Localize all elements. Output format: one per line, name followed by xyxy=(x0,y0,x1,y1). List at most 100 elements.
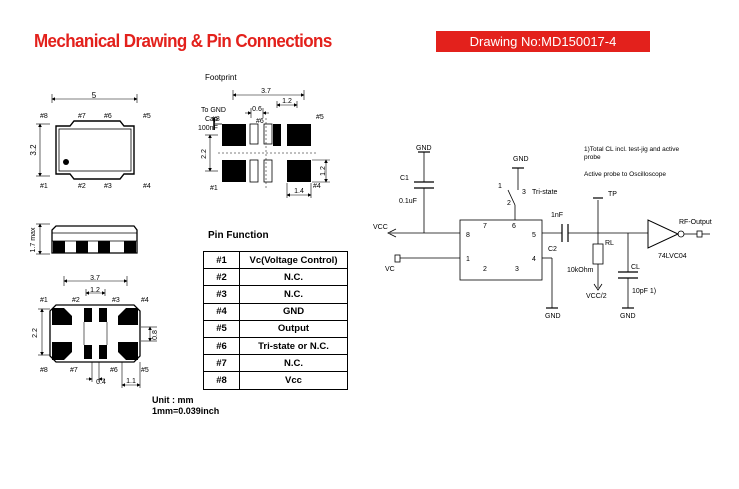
ic-pin-8: 8 xyxy=(466,232,470,239)
top-pin-1: #1 xyxy=(40,183,48,190)
gnd-label-pin4: GND xyxy=(545,313,561,320)
tp-label: TP xyxy=(608,191,617,198)
top-pin-8: #8 xyxy=(40,113,48,120)
bottom-view: 3.7 1.2 2.2 0.8 #1 #2 #3 #4 #8 #7 #6 #5 xyxy=(32,275,159,388)
ic-pin-1: 1 xyxy=(466,256,470,263)
footprint-to-gnd: To GND xyxy=(201,107,226,114)
bottom-pin-2: #2 xyxy=(72,297,80,304)
switch-pin-2: 2 xyxy=(507,200,511,207)
pin-cell: #2 xyxy=(203,268,240,287)
vcc2-label: VCC/2 xyxy=(586,293,607,300)
schematic-labels: GND C1 0.1uF VCC VC GND 1 3 Tri-state 2 … xyxy=(373,145,712,320)
units-note: Unit : mm 1mm=0.039inch xyxy=(152,395,219,417)
c2-value: 1nF xyxy=(551,212,563,219)
function-cell: Vc(Voltage Control) xyxy=(239,250,348,270)
bottom-width-label: 3.7 xyxy=(90,275,100,282)
footprint-22-label: 2.2 xyxy=(201,149,208,159)
pin-cell: #3 xyxy=(203,285,240,304)
bottom-pin-7: #7 xyxy=(70,367,78,374)
ic-pin-4: 4 xyxy=(532,256,536,263)
footprint-cap: Cap xyxy=(205,116,218,123)
pin1-marker xyxy=(63,159,69,165)
footprint-pin-6: #6 xyxy=(256,118,264,125)
function-cell: Output xyxy=(239,319,348,338)
top-pin-6: #6 xyxy=(104,113,112,120)
top-view-width-label: 5 xyxy=(92,91,97,100)
footprint-pin-5: #5 xyxy=(316,114,324,121)
buffer-label: 74LVC04 xyxy=(658,253,687,260)
bottom-height-label: 2.2 xyxy=(32,328,39,338)
bottom-pin-4: #4 xyxy=(141,297,149,304)
footprint-12-label: 1.2 xyxy=(282,98,292,105)
footprint-14-label: 1.4 xyxy=(294,188,304,195)
footprint-pin-4: #4 xyxy=(313,183,321,190)
c1-value: 0.1uF xyxy=(399,198,417,205)
side-view-height-label: 1.7 max xyxy=(30,227,37,252)
footprint-title: Footprint xyxy=(205,73,237,82)
pin-cell: #8 xyxy=(203,371,240,390)
pin-cell: #6 xyxy=(203,336,240,356)
bottom-pad-label: 0.8 xyxy=(152,330,159,340)
function-cell: Vcc xyxy=(239,371,348,390)
rf-output-label: RF-Output xyxy=(679,219,712,226)
gnd-label-tri: GND xyxy=(513,156,529,163)
inverter-74lvc04 xyxy=(647,219,680,249)
footprint-pin-8: #8 xyxy=(212,116,220,123)
pin-cell: #7 xyxy=(203,354,240,373)
drawing-number-badge: Drawing No:MD150017-4 xyxy=(436,31,650,52)
top-pin-3: #3 xyxy=(104,183,112,190)
cl-label: CL xyxy=(631,264,640,271)
function-cell: N.C. xyxy=(239,268,348,287)
bottom-pin-5: #5 xyxy=(141,367,149,374)
ic-pin-2: 2 xyxy=(483,266,487,273)
function-cell: N.C. xyxy=(239,285,348,304)
pin-cell: #5 xyxy=(203,319,240,338)
pin-cell: #4 xyxy=(203,302,240,321)
test-schematic xyxy=(387,151,710,309)
bottom-pin-6: #6 xyxy=(110,367,118,374)
pin-function-title: Pin Function xyxy=(208,230,269,241)
ic-pin-7: 7 xyxy=(483,223,487,230)
footprint-cap-value: 100nF xyxy=(198,125,218,132)
page-title: Mechanical Drawing & Pin Connections xyxy=(34,31,332,52)
top-pin-2: #2 xyxy=(78,183,86,190)
rl-label: RL xyxy=(605,240,614,247)
bottom-pitch-label: 1.2 xyxy=(90,287,100,294)
top-view-height-label: 3.2 xyxy=(29,144,38,156)
units-line-2: 1mm=0.039inch xyxy=(152,406,220,416)
tri-state-label: Tri-state xyxy=(532,189,558,196)
footprint-pin-1: #1 xyxy=(210,185,218,192)
ic-pin-5: 5 xyxy=(532,232,536,239)
top-pin-4: #4 xyxy=(143,183,151,190)
units-line-1: Unit : mm xyxy=(152,395,194,405)
vc-label: VC xyxy=(385,266,395,273)
top-view: 5 3.2 #8 #7 #6 #5 #1 #2 #3 #4 xyxy=(29,91,151,190)
top-pin-7: #7 xyxy=(78,113,86,120)
function-cell: GND xyxy=(239,302,348,321)
footprint-06-label: 0.6 xyxy=(252,106,262,113)
bottom-pin-3: #3 xyxy=(112,297,120,304)
footprint-width-label: 3.7 xyxy=(261,88,271,95)
bottom-pad-width-label: 0.4 xyxy=(96,379,106,386)
function-cell: N.C. xyxy=(239,354,348,373)
c2-label: C2 xyxy=(548,246,557,253)
bottom-edge-label: 1.1 xyxy=(126,378,136,385)
side-view: 1.7 max xyxy=(30,223,138,255)
gnd-label-cl: GND xyxy=(620,313,636,320)
note-1: 1)Total CL incl. test-jig and active xyxy=(584,146,680,153)
bottom-pin-1: #1 xyxy=(40,297,48,304)
top-pin-5: #5 xyxy=(143,113,151,120)
gnd-label-c1: GND xyxy=(416,145,432,152)
vcc-label: VCC xyxy=(373,224,388,231)
note-2: Active probe to Oscilloscope xyxy=(584,171,666,178)
rl-value: 10kOhm xyxy=(567,267,594,274)
